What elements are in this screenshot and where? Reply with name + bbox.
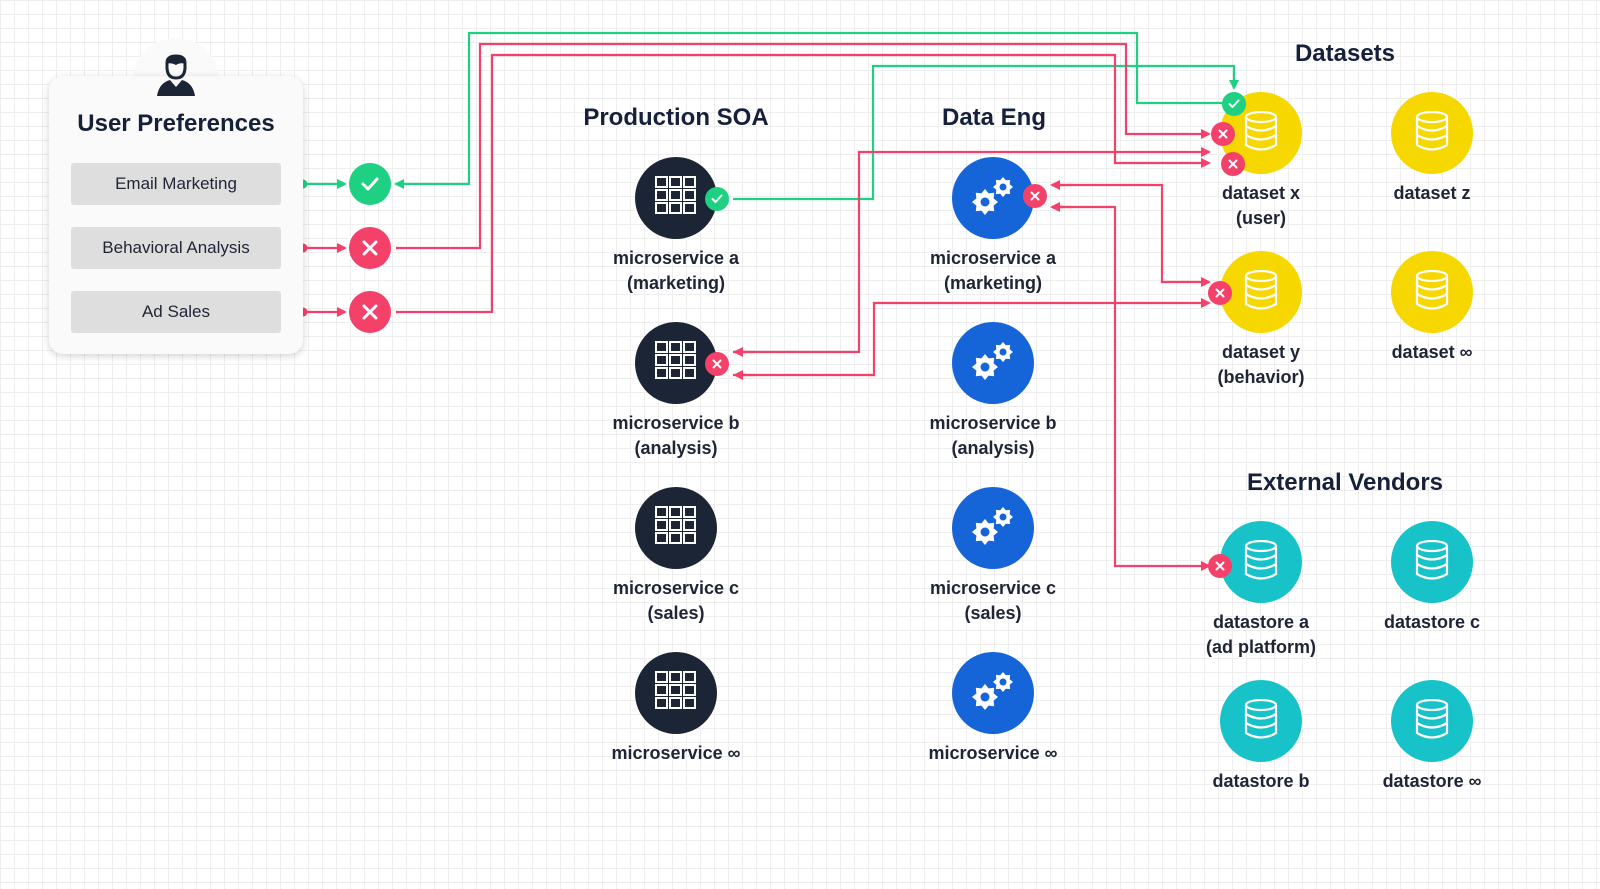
datastore-infinity-node[interactable] <box>1391 680 1473 762</box>
behavioral-analysis-label: Behavioral Analysis <box>102 238 250 257</box>
wire-email-dataset-x <box>394 31 1224 189</box>
dataset-x-label: dataset x(user) <box>1221 183 1301 228</box>
production-soa-heading: Production SOA <box>583 104 769 131</box>
dataset-y-label: dataset y(behavior) <box>1217 342 1305 387</box>
external-vendors-heading: External Vendors <box>1246 469 1444 496</box>
wire-adsales-dataset-x <box>396 53 1211 314</box>
behavioral-analysis-button[interactable]: Behavioral Analysis <box>71 227 281 269</box>
wire-soa-a-dataset-x <box>733 64 1239 201</box>
wire-soa-b-dataset-x <box>733 147 1211 354</box>
soa-microservice-infinity-label: microservice ∞ <box>611 743 741 763</box>
grid-icon <box>655 505 697 551</box>
adsales-blocked-x-icon[interactable] <box>349 291 391 333</box>
eng-microservice-a-label: microservice a(marketing) <box>929 248 1057 293</box>
dataset-z-node[interactable] <box>1391 92 1473 174</box>
user-preferences-title: User Preferences <box>77 110 275 137</box>
dataset-x-blocked-x-icon-2 <box>1221 152 1245 176</box>
soa-microservice-b-node[interactable] <box>635 322 717 404</box>
gears-icon <box>970 174 1016 223</box>
datastore-b-label: datastore b <box>1212 771 1310 791</box>
wire-soa-b-dataset-y <box>733 298 1211 377</box>
grid-icon <box>655 340 697 386</box>
eng-microservice-c-label: microservice c(sales) <box>929 578 1057 623</box>
soa-microservice-c-label: microservice c(sales) <box>612 578 740 623</box>
email-marketing-button[interactable]: Email Marketing <box>71 163 281 205</box>
eng-microservice-c-node[interactable] <box>952 487 1034 569</box>
database-icon <box>1244 110 1278 156</box>
soa-microservice-b-label: microservice b(analysis) <box>612 413 740 458</box>
database-icon <box>1415 110 1449 156</box>
datastore-b-node[interactable] <box>1220 680 1302 762</box>
gears-icon <box>970 669 1016 718</box>
dataset-y-blocked-x-icon <box>1208 281 1232 305</box>
soa-a-allowed-check-icon <box>705 187 729 211</box>
datastore-c-node[interactable] <box>1391 521 1473 603</box>
datastore-a-node[interactable] <box>1220 521 1302 603</box>
wire-eng-a-dataset-y <box>1052 183 1211 287</box>
database-icon <box>1415 539 1449 585</box>
database-icon <box>1415 269 1449 315</box>
data-eng-heading: Data Eng <box>941 104 1046 131</box>
datastore-a-blocked-x-icon <box>1208 554 1232 578</box>
dataset-x-allowed-check-icon <box>1222 92 1246 116</box>
soa-microservice-infinity-node[interactable] <box>635 652 717 734</box>
eng-microservice-infinity-node[interactable] <box>952 652 1034 734</box>
ad-sales-button[interactable]: Ad Sales <box>71 291 281 333</box>
database-icon <box>1415 698 1449 744</box>
datastore-a-label: datastore a(ad platform) <box>1206 612 1316 657</box>
grid-icon <box>655 670 697 716</box>
eng-a-blocked-x-icon <box>1023 184 1047 208</box>
datastore-infinity-label: datastore ∞ <box>1382 771 1482 791</box>
dataset-x-blocked-x-icon <box>1211 122 1235 146</box>
gears-icon <box>970 339 1016 388</box>
dataset-infinity-node[interactable] <box>1391 251 1473 333</box>
gears-icon <box>970 504 1016 553</box>
soa-microservice-a-label: microservice a(marketing) <box>612 248 740 293</box>
datasets-heading: Datasets <box>1294 40 1396 67</box>
dataset-infinity-label: dataset ∞ <box>1391 342 1473 362</box>
eng-microservice-a-node[interactable] <box>952 157 1034 239</box>
database-icon <box>1244 539 1278 585</box>
dataset-z-label: dataset z <box>1393 183 1471 203</box>
behavioral-blocked-x-icon[interactable] <box>349 227 391 269</box>
database-icon <box>1244 698 1278 744</box>
email-allowed-check-icon[interactable] <box>349 163 391 205</box>
ad-sales-label: Ad Sales <box>141 302 211 321</box>
soa-microservice-c-node[interactable] <box>635 487 717 569</box>
datastore-c-label: datastore c <box>1383 612 1481 632</box>
grid-icon <box>655 175 697 221</box>
eng-microservice-b-label: microservice b(analysis) <box>929 413 1057 458</box>
wire-eng-a-datastore-a <box>1052 205 1211 571</box>
soa-b-blocked-x-icon <box>705 352 729 376</box>
eng-microservice-infinity-label: microservice ∞ <box>928 743 1058 763</box>
email-marketing-label: Email Marketing <box>115 174 237 193</box>
eng-microservice-b-node[interactable] <box>952 322 1034 404</box>
database-icon <box>1244 269 1278 315</box>
dataset-y-node[interactable] <box>1220 251 1302 333</box>
soa-microservice-a-node[interactable] <box>635 157 717 239</box>
wire-behavioral-dataset-x <box>396 42 1211 250</box>
user-icon <box>155 54 197 98</box>
